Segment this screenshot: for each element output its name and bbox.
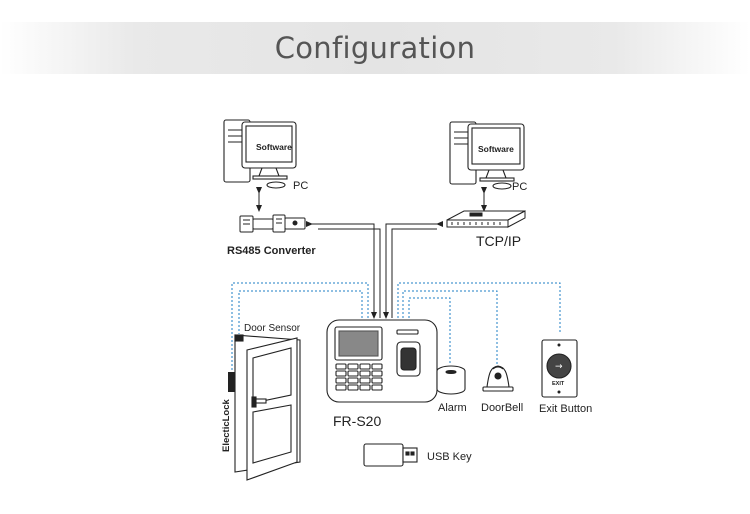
doorbell-label: DoorBell bbox=[481, 402, 523, 414]
electric-lock-device bbox=[228, 372, 236, 392]
exit-button-device bbox=[541, 339, 578, 398]
door bbox=[234, 334, 301, 481]
fr-s20-terminal bbox=[326, 319, 438, 403]
right-pc-screen-text: Software bbox=[478, 144, 514, 154]
alarm-label: Alarm bbox=[438, 402, 467, 414]
doorbell-device bbox=[482, 365, 514, 392]
page-title: Configuration bbox=[274, 31, 476, 65]
exit-button-label: Exit Button bbox=[539, 403, 592, 415]
comm-lines bbox=[306, 221, 443, 319]
fr-s20-label: FR-S20 bbox=[333, 413, 381, 429]
rs485-converter-device bbox=[239, 214, 306, 233]
right-pc-label: PC bbox=[512, 181, 527, 193]
network-switch-device bbox=[446, 210, 526, 228]
right-pc bbox=[449, 121, 525, 190]
alarm-device bbox=[436, 365, 466, 395]
exit-button-icon-text: → bbox=[555, 362, 563, 372]
rs485-converter-label: RS485 Converter bbox=[227, 245, 316, 257]
blue-wiring bbox=[231, 282, 561, 372]
left-pc-screen-text: Software bbox=[256, 142, 292, 152]
header-bar: Configuration bbox=[0, 22, 750, 74]
exit-button-face-text: EXIT bbox=[552, 381, 565, 387]
usb-key-label: USB Key bbox=[427, 451, 472, 463]
left-pc bbox=[223, 119, 297, 189]
door-sensor-label: Door Sensor bbox=[244, 323, 301, 334]
tcp-ip-label: TCP/IP bbox=[476, 233, 521, 249]
electric-lock-label: ElecticLock bbox=[221, 398, 232, 452]
left-pc-label: PC bbox=[293, 180, 308, 192]
usb-key-device bbox=[363, 443, 418, 467]
